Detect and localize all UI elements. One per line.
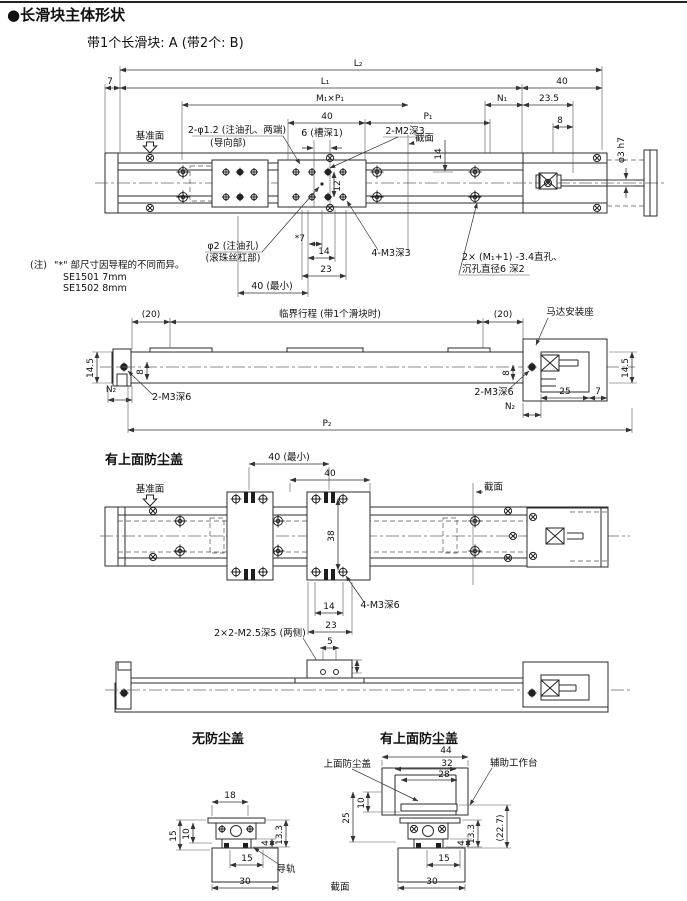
dim-44: 44	[440, 746, 452, 756]
section-title-with-cover: 有上面防尘盖	[380, 731, 458, 747]
dim-28: 28	[438, 770, 450, 780]
dim-15-bottom: 15	[241, 854, 252, 864]
oil-hole-guide-label: 2-φ1.2 (注油孔、两端)	[188, 124, 286, 136]
section-label-bottom: 截面	[330, 881, 349, 893]
dim-13-3-right: 13.3	[467, 824, 477, 844]
aux-table-label: 辅助工作台	[490, 757, 538, 769]
oil-hole-screw-label2: (滚珠丝杠部)	[206, 252, 261, 264]
section-title-dust-cover: 有上面防尘盖	[105, 452, 183, 468]
cbore-label-1: 2× (M₁+1) -3.4直孔、	[462, 251, 563, 263]
tap-m3-left-label: 2-M3深6	[152, 392, 191, 403]
guide-rail-label: 导轨	[276, 863, 296, 875]
dim-P1: P₁	[423, 112, 432, 122]
tap-m3-right-label: 2-M3深6	[474, 387, 513, 398]
dim-20-right: (20)	[494, 310, 512, 320]
dim-15-left: 15	[169, 830, 179, 841]
section-title-no-cover: 无防尘盖	[191, 731, 244, 747]
dim-10: 10	[182, 828, 192, 840]
dim-25-right-section: 25	[342, 812, 352, 823]
dim-38: 38	[327, 530, 337, 542]
oil-hole-guide-label2: (导向部)	[210, 137, 246, 149]
dim-14: 14	[318, 247, 330, 257]
dim-N2-right: N₂	[505, 402, 516, 412]
datum-label-3: 基准面	[136, 483, 165, 495]
dim-25: 25	[559, 387, 570, 397]
datum-arrow-icon-3	[142, 494, 158, 507]
dim-N1: N₁	[497, 94, 508, 104]
dim-P2: P₂	[322, 419, 331, 429]
note-prefix: (注)	[30, 259, 47, 271]
datum-label: 基准面	[136, 130, 165, 142]
dim-14-5-left: 14.5	[86, 358, 96, 378]
dim-13-3: 13.3	[275, 825, 285, 845]
dim-40-min-3: 40 (最小)	[268, 452, 310, 463]
cross-section-with-cover: 有上面防尘盖 44 32 28 上面防尘盖 辅助工作台 10 25 13.3 (…	[323, 731, 537, 893]
dim-L2: L₂	[354, 59, 363, 69]
note-text: "*" 部尺寸因导程的不同而异。	[54, 259, 185, 271]
dim-14-vert: 14	[434, 148, 444, 160]
dim-8: 8	[557, 116, 563, 126]
dim-23: 23	[320, 265, 331, 275]
drawing-side-view: (20) 临界行程 (带1个滑块时) (20) 马达安装座 14.5 8 N₂ …	[86, 306, 637, 433]
dim-40-right: 40	[556, 77, 568, 87]
section-label: 截面	[415, 132, 434, 144]
note-se1502: SE1502 8mm	[63, 283, 127, 294]
tap-m3-label-3: 4-M3深6	[360, 600, 399, 611]
cross-section-no-cover: 无防尘盖 18 15 10 13.3 4 15 30 导轨	[169, 731, 296, 891]
dim-M1xP1: M₁×P₁	[316, 94, 344, 104]
motor-mount-label: 马达安装座	[546, 306, 594, 318]
dim-14-5-right: 14.5	[621, 358, 631, 378]
drawing-side-dust-cover	[105, 659, 630, 713]
top-cover-label: 上面防尘盖	[323, 758, 371, 770]
dim-30-right: 30	[426, 877, 438, 887]
dim-22-7: (22.7)	[496, 814, 506, 841]
dim-20-left: (20)	[142, 310, 160, 320]
drawing-plan-dust-cover: 有上面防尘盖 截面 基准面 40 (最小) 40 38	[100, 452, 630, 674]
tap-m2-label: 2-M2深3	[385, 126, 424, 137]
dim-star7: *7	[295, 234, 305, 244]
dim-18: 18	[224, 791, 236, 801]
dim-40-min: 40 (最小)	[251, 281, 293, 292]
drawing-plan-view: L₂ 7 L₁ 40 M₁×P₁ N₁ 23.5 40 P₁ 8 6 (槽深1)…	[30, 59, 665, 297]
dim-7-right: 7	[595, 387, 601, 397]
tap-m25-label: 2×2-M2.5深5 (两侧)	[214, 627, 306, 639]
dim-4: 4	[261, 840, 271, 846]
dim-30: 30	[239, 877, 251, 887]
dim-40-3: 40	[324, 469, 336, 479]
dim-5: 5	[327, 637, 333, 647]
note-se1501: SE1501 7mm	[63, 272, 127, 283]
page-title: ●长滑块主体形状	[7, 6, 126, 24]
dim-32: 32	[441, 759, 452, 769]
dim-10-right-section: 10	[357, 797, 367, 809]
dim-12: 12	[333, 180, 343, 191]
page-subtitle: 带1个长滑块: A (带2个: B)	[87, 36, 244, 51]
dim-40-mid: 40	[321, 112, 333, 122]
dim-N2-left: N₂	[106, 385, 117, 395]
dim-8-right: 8	[502, 370, 512, 376]
dim-7: 7	[107, 77, 113, 87]
datum-arrow-icon	[142, 141, 158, 154]
dim-groove: 6 (槽深1)	[301, 127, 343, 139]
dim-4-right: 4	[457, 840, 467, 846]
dim-8-left: 8	[136, 369, 146, 375]
dim-14-3: 14	[323, 602, 335, 612]
oil-hole-screw-label: φ2 (注油孔)	[207, 240, 258, 252]
dim-23-3: 23	[325, 621, 336, 631]
section-label-3: 截面	[484, 481, 503, 493]
tap-m3-label: 4-M3深3	[371, 248, 410, 259]
dim-15-right: 15	[438, 854, 449, 864]
cbore-label-2: 沉孔直径6 深2	[462, 263, 525, 275]
dim-L1: L₁	[321, 77, 330, 87]
dim-critical-stroke: 临界行程 (带1个滑块时)	[279, 308, 381, 320]
dim-23-5: 23.5	[539, 94, 559, 104]
dim-shaft-dia: φ3 h7	[617, 137, 627, 163]
